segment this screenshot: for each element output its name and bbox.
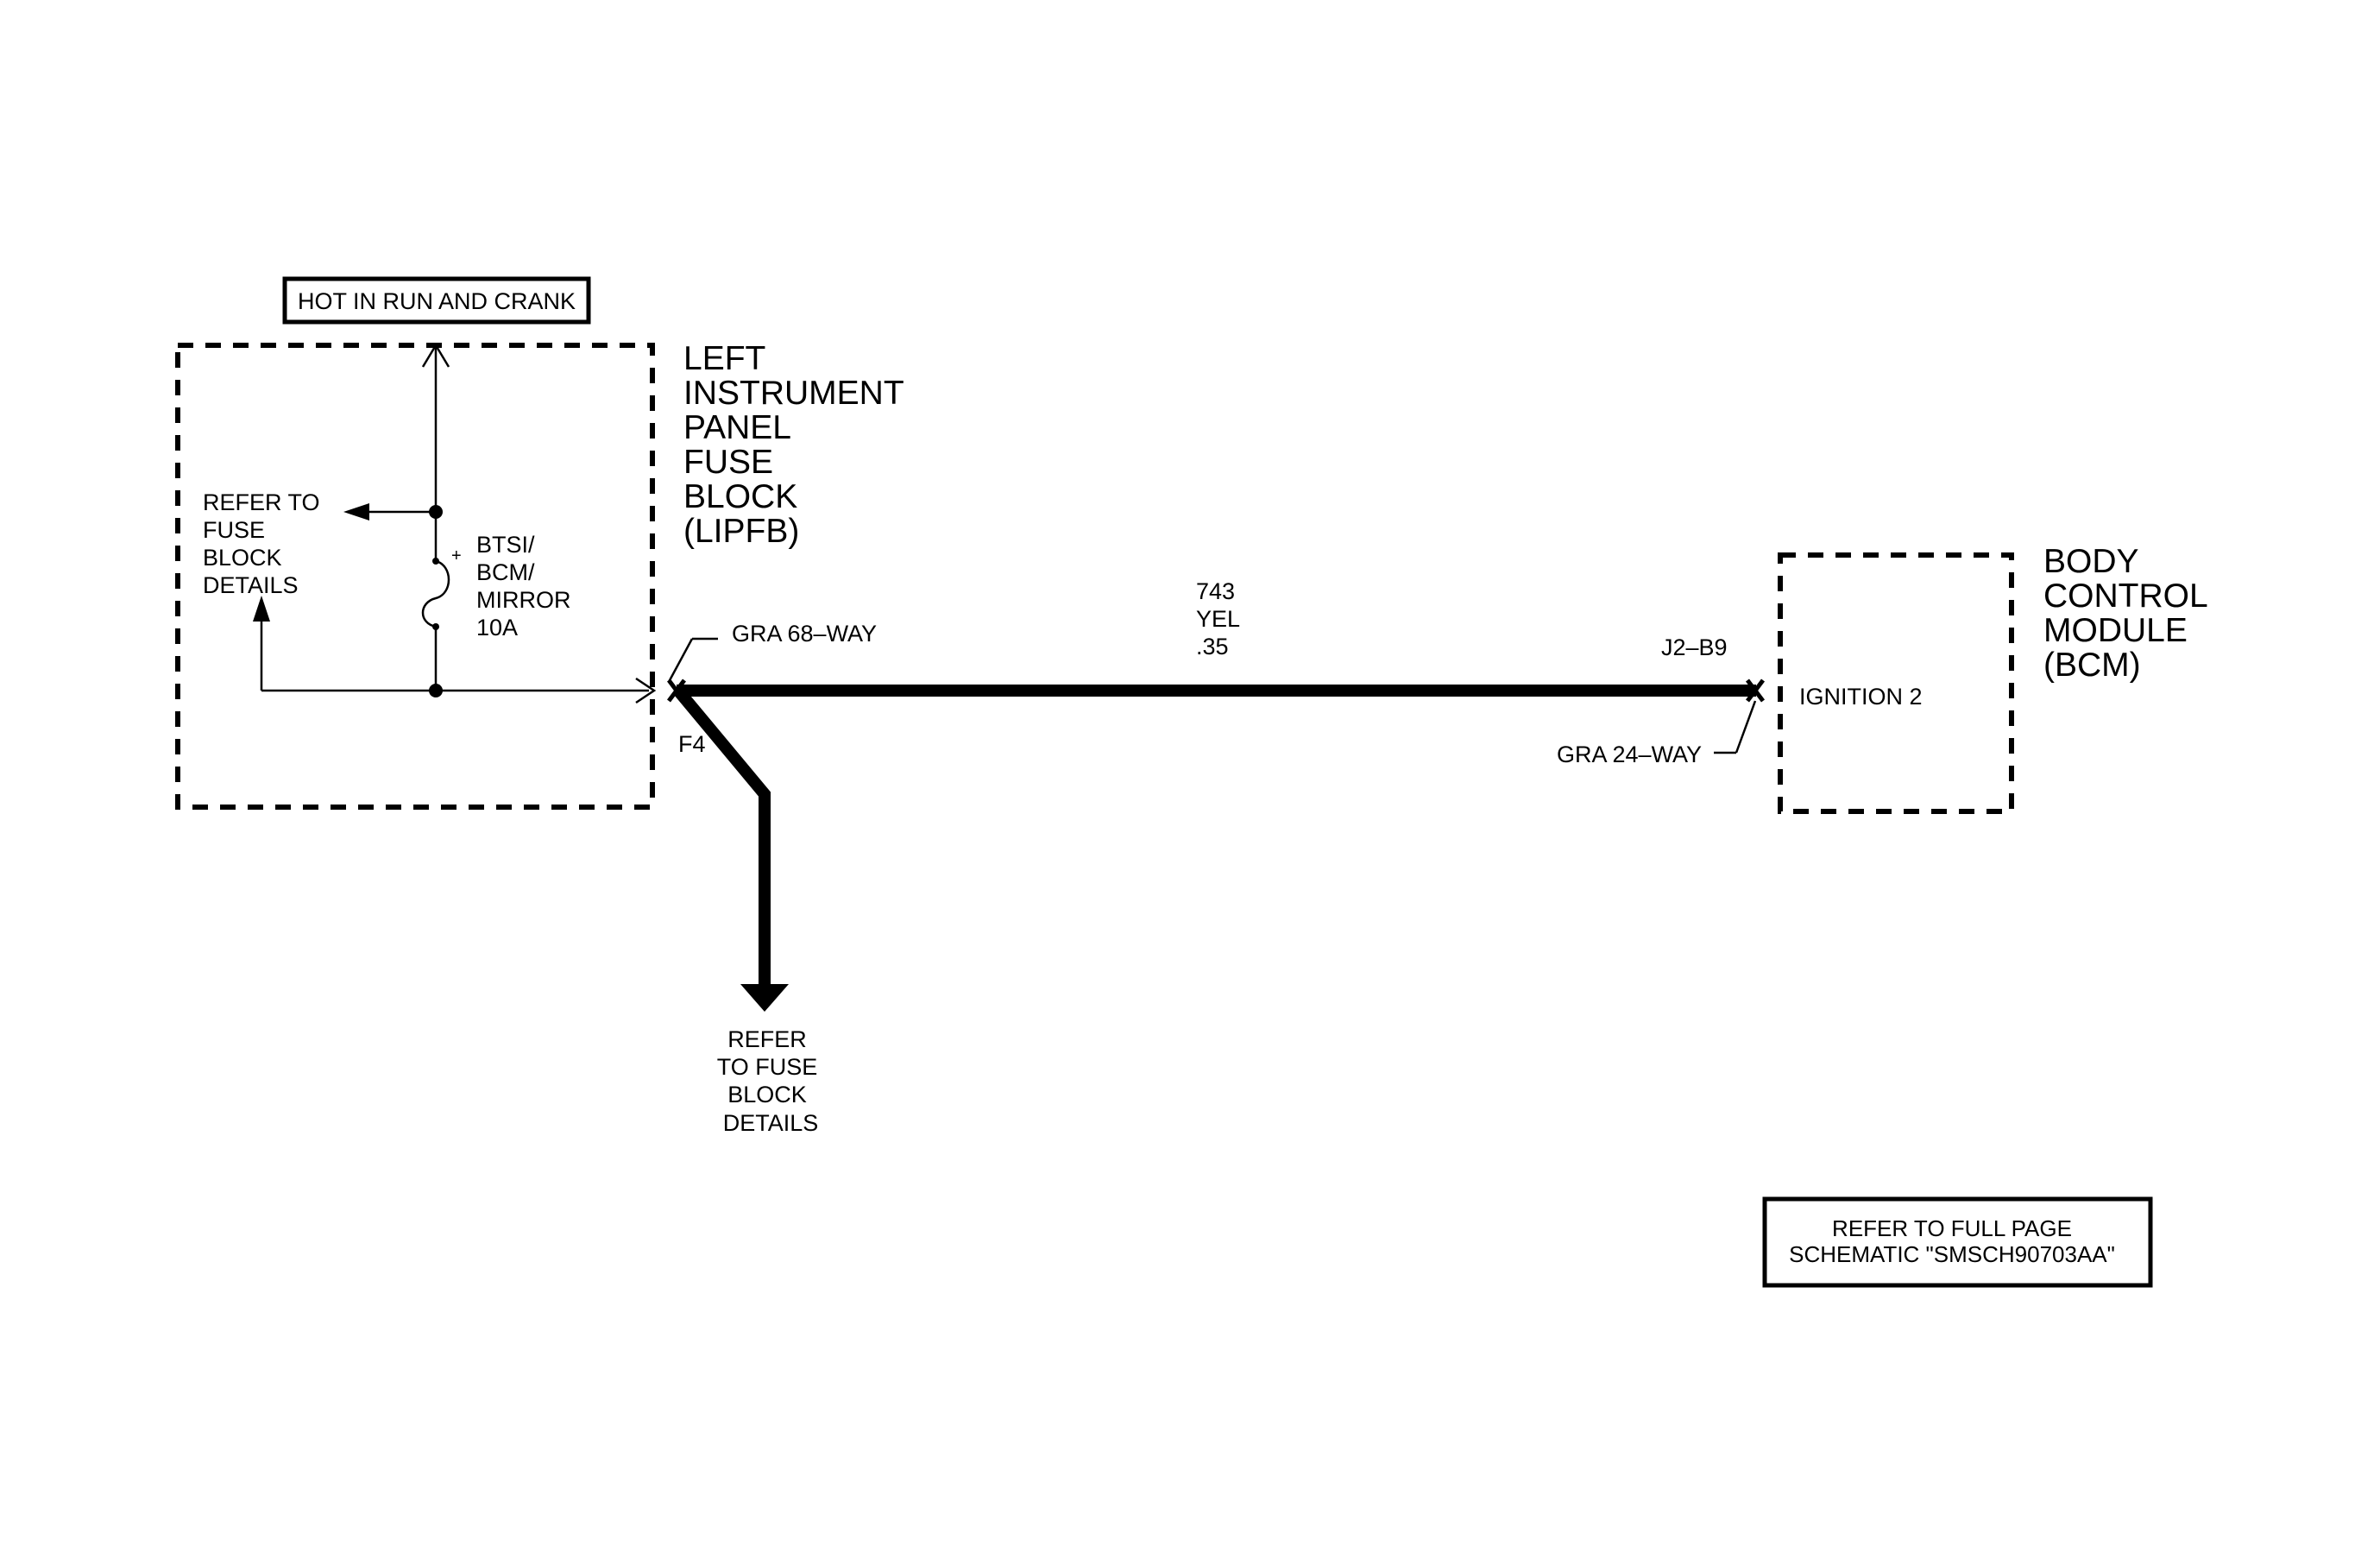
refer-bottom-line-3: BLOCK [727, 1082, 807, 1107]
connector-left-name: GRA 68–WAY [732, 621, 877, 647]
refer-left-line-1: REFER TO [203, 489, 320, 515]
refer-left-line-3: BLOCK [203, 545, 282, 571]
bcm-input-ignition-2: IGNITION 2 [1799, 684, 1923, 710]
connector-right-name: GRA 24–WAY [1557, 741, 1702, 767]
refer-fuse-block-left: REFER TO FUSE BLOCK DETAILS [203, 489, 320, 598]
bcm-title-line-2: CONTROL [2043, 577, 2208, 615]
bcm-title-line-4: (BCM) [2043, 647, 2141, 684]
bcm-title-line-1: BODY [2043, 543, 2139, 580]
connector-left: GRA 68–WAY F4 [667, 621, 877, 757]
schematic-ref-line-1: REFER TO FULL PAGE [1832, 1215, 2072, 1241]
wire-circuit: 743 [1196, 578, 1235, 604]
lipfb-dashed-box [175, 343, 655, 810]
connector-right: J2–B9 GRA 24–WAY [1557, 634, 1765, 767]
lipfb-title-line-1: LEFT [683, 340, 765, 377]
branch-to-fuse-block [673, 686, 789, 1012]
connector-right-pin: J2–B9 [1661, 634, 1728, 660]
refer-bottom-line-4: DETAILS [723, 1110, 819, 1136]
bcm-title: BODY CONTROL MODULE (BCM) [2043, 543, 2208, 684]
bcm-title-line-3: MODULE [2043, 612, 2188, 649]
refer-left-line-2: FUSE [203, 517, 265, 543]
connector-left-pin: F4 [678, 731, 706, 757]
schematic-ref-line-2: SCHEMATIC "SMSCH90703AA" [1789, 1241, 2115, 1267]
fuse-plus-sign: + [451, 546, 462, 565]
wire-size: .35 [1196, 634, 1229, 659]
refer-left-line-4: DETAILS [203, 572, 299, 598]
fuse-feed-circuit [253, 343, 657, 704]
fuse-label: BTSI/ BCM/ MIRROR 10A [476, 532, 571, 641]
hot-in-run-crank-box: HOT IN RUN AND CRANK [282, 276, 591, 325]
refer-bottom-line-2: TO FUSE [717, 1054, 818, 1080]
lipfb-title-line-6: (LIPFB) [683, 513, 799, 550]
lipfb-title-line-4: FUSE [683, 444, 773, 481]
refer-bottom-line-1: REFER [727, 1026, 807, 1052]
wire-743-yel: 743 YEL .35 [677, 578, 1756, 697]
fuse-label-line-2: BCM/ [476, 559, 535, 585]
fuse-label-line-3: MIRROR [476, 587, 571, 613]
lipfb-title-line-2: INSTRUMENT [683, 375, 904, 412]
hot-label: HOT IN RUN AND CRANK [298, 288, 576, 314]
fuse-label-line-1: BTSI/ [476, 532, 535, 558]
bcm-dashed-box [1778, 552, 2014, 814]
full-page-schematic-ref-box: REFER TO FULL PAGE SCHEMATIC "SMSCH90703… [1762, 1196, 2153, 1288]
refer-fuse-block-bottom: REFER TO FUSE BLOCK DETAILS [717, 1026, 819, 1136]
fuse-label-line-4: 10A [476, 615, 518, 641]
lipfb-title-line-5: BLOCK [683, 478, 797, 515]
wire-color: YEL [1196, 606, 1240, 632]
lipfb-title: LEFT INSTRUMENT PANEL FUSE BLOCK (LIPFB) [683, 340, 904, 550]
lipfb-title-line-3: PANEL [683, 409, 791, 446]
